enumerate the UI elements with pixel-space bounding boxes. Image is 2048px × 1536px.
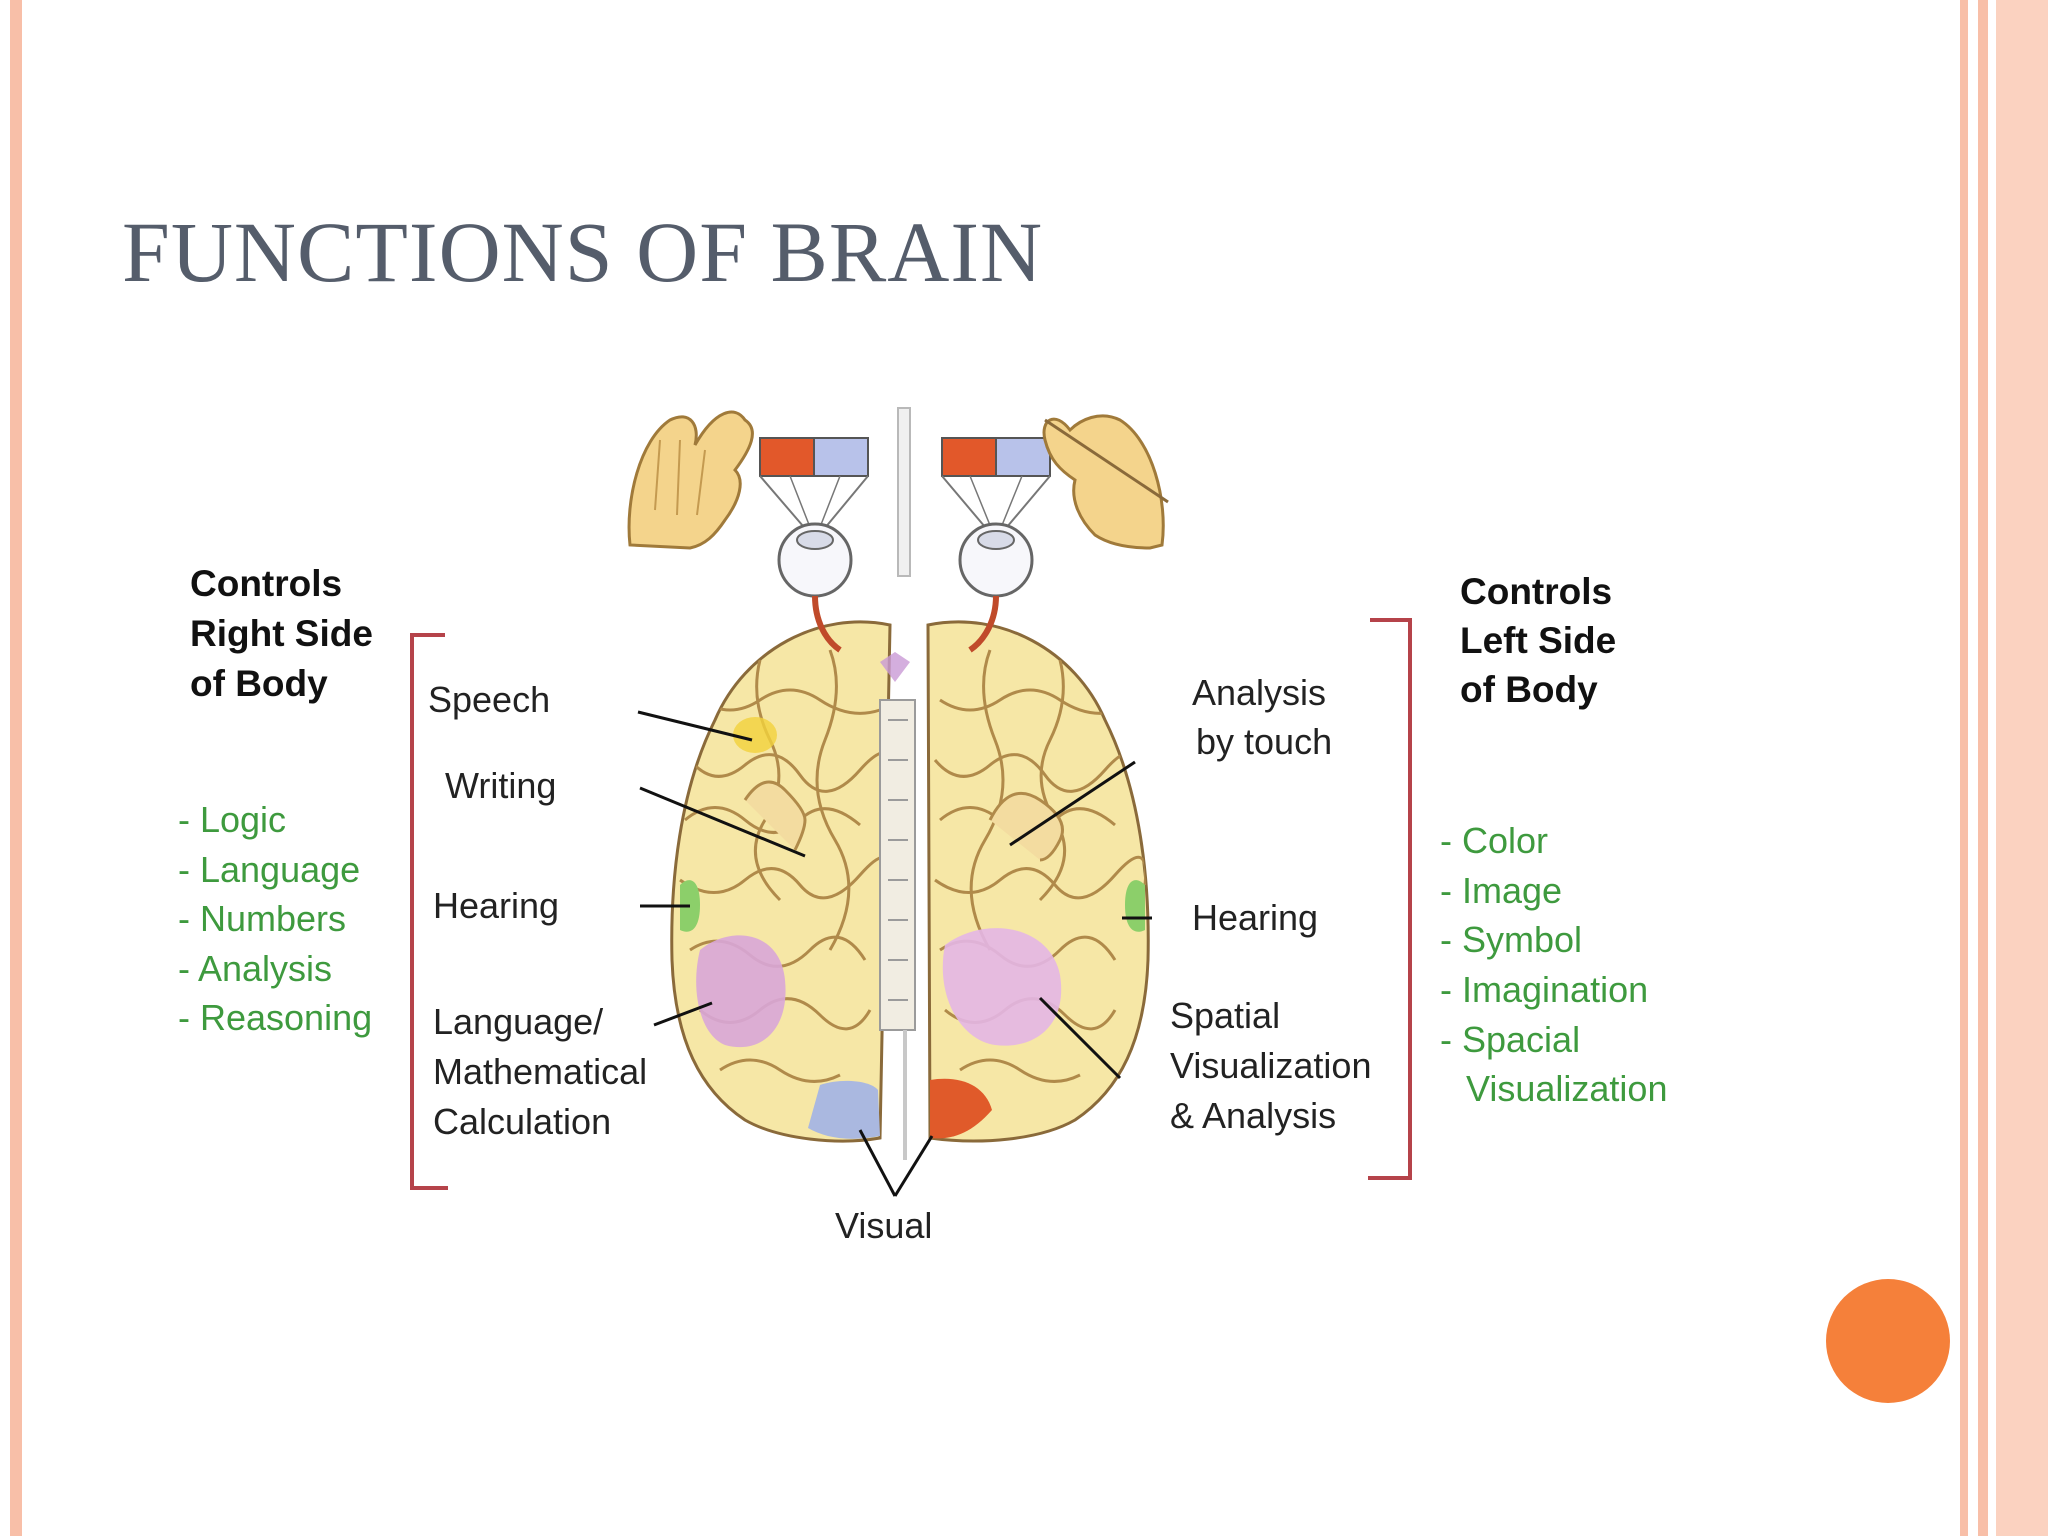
right-eye-icon	[958, 522, 1034, 653]
right-hemisphere	[926, 620, 1150, 1143]
right-function-item: Visualization	[1466, 1068, 1667, 1109]
right-heading-line-3: of Body	[1460, 669, 1598, 710]
spatial-region	[942, 928, 1062, 1046]
right-function-list: - Color - Image - Symbol - Imagination -…	[1440, 820, 1667, 1109]
right-function-item: - Color	[1440, 820, 1548, 861]
left-heading-line-1: Controls	[190, 563, 342, 604]
right-function-item: - Symbol	[1440, 919, 1582, 960]
right-sensory-hand	[988, 791, 1064, 862]
right-hearing-label: Hearing	[1192, 897, 1318, 938]
left-eye-icon	[777, 522, 853, 653]
left-function-item: - Logic	[178, 799, 286, 840]
right-heading: Controls Left Side of Body	[1460, 571, 1627, 710]
left-hemisphere	[670, 620, 892, 1143]
math-label-line-1: Language/	[433, 1001, 603, 1042]
math-label-line-3: Calculation	[433, 1101, 611, 1142]
right-function-item: - Spacial	[1440, 1019, 1580, 1060]
left-bracket	[410, 633, 448, 1190]
math-label-line-2: Mathematical	[433, 1051, 647, 1092]
left-function-item: - Reasoning	[178, 997, 372, 1038]
speech-label: Speech	[428, 679, 550, 720]
visual-label: Visual	[835, 1205, 932, 1246]
right-function-item: - Imagination	[1440, 969, 1648, 1010]
right-hand-icon	[1042, 414, 1169, 550]
left-heading-line-2: Right Side	[190, 613, 373, 654]
visual-divider	[897, 407, 911, 577]
left-function-item: - Language	[178, 849, 360, 890]
math-region	[696, 935, 786, 1048]
right-region-labels: Analysis by touch Hearing Spatial Visual…	[1170, 672, 1381, 1136]
right-visual-region	[930, 1078, 992, 1139]
right-function-item: - Image	[1440, 870, 1562, 911]
spatial-label-line-2: Visualization	[1170, 1045, 1371, 1086]
left-visual-region	[808, 1080, 880, 1139]
right-heading-line-2: Left Side	[1460, 620, 1616, 661]
right-bracket	[1368, 618, 1412, 1180]
slide-border-right	[1960, 0, 1968, 1536]
writing-label: Writing	[445, 765, 556, 806]
decorative-orange-dot	[1826, 1279, 1950, 1403]
left-sensory-hand	[743, 780, 807, 851]
spatial-label-line-3: & Analysis	[1170, 1095, 1336, 1136]
left-function-list: - Logic - Language - Numbers - Analysis …	[178, 799, 372, 1038]
left-hearing-label: Hearing	[433, 885, 559, 926]
slide-title: FUNCTIONS OF BRAIN	[122, 204, 1044, 300]
touch-label-line-1: Analysis	[1192, 672, 1326, 713]
left-heading: Controls Right Side of Body	[190, 563, 383, 704]
left-heading-line-3: of Body	[190, 663, 328, 704]
right-heading-line-1: Controls	[1460, 571, 1612, 612]
left-stimulus-card	[759, 437, 869, 543]
pointer-lines	[637, 710, 1152, 1197]
left-region-labels: Speech Writing Hearing Language/ Mathema…	[428, 679, 657, 1142]
right-stimulus-card	[941, 437, 1051, 542]
left-function-item: - Analysis	[178, 948, 332, 989]
slide-border-right-outer	[1996, 0, 2048, 1536]
speech-region	[733, 717, 777, 753]
left-hand-icon	[627, 410, 754, 550]
touch-label-line-2: by touch	[1196, 721, 1332, 762]
spatial-label-line-1: Spatial	[1170, 995, 1280, 1036]
slide-border-left	[10, 0, 22, 1536]
slide-border-right-inner	[1978, 0, 1988, 1536]
left-function-item: - Numbers	[178, 898, 346, 939]
corpus-callosum	[879, 699, 916, 1031]
